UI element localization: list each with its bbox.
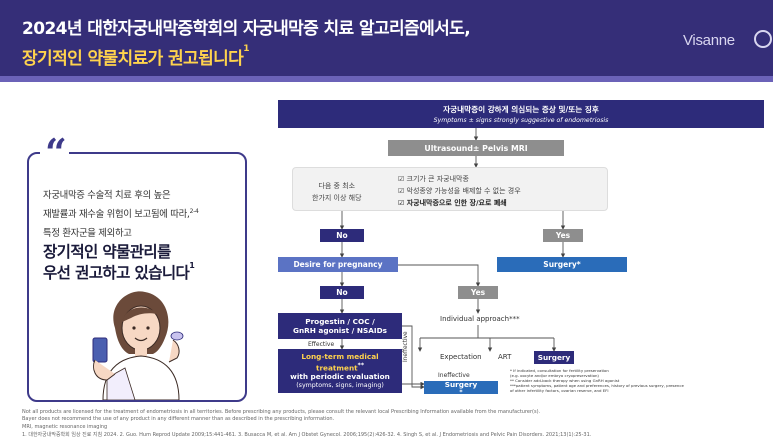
flow-criteria-condition: 다음 중 최소 한가지 이상 해당 xyxy=(312,180,362,204)
flow-surgery-2-ref: * xyxy=(459,388,463,396)
flow-ineffective-vertical: Ineffective xyxy=(403,331,409,362)
flow-effective-label: Effective xyxy=(308,341,335,348)
flow-symptoms-ko: 자궁내막증이 강하게 의심되는 증상 및/또는 징후 xyxy=(443,105,599,114)
flow-symptoms-box: 자궁내막증이 강하게 의심되는 증상 및/또는 징후 Symptoms ± si… xyxy=(278,100,764,128)
quote-line-2: 재발률과 재수술 위험이 보고됨에 따라,2-4 xyxy=(43,206,199,220)
flow-progestin-line-1: Progestin / COC / xyxy=(305,317,375,326)
quote-highlight-2-ref: 1 xyxy=(189,261,195,270)
header-band xyxy=(0,76,773,82)
flow-ineffective-horizontal: Ineffective xyxy=(438,372,470,379)
page-title-line2-text: 장기적인 약물치료가 권고됩니다 xyxy=(22,49,244,69)
flow-surgery-2: Surgery* xyxy=(424,379,498,396)
flow-footnote-3: ** Consider add-back therapy when using … xyxy=(510,378,620,383)
quote-highlight-1: 장기적인 약물관리를 xyxy=(43,243,171,261)
flow-surgery-2-text: Surgery xyxy=(444,379,478,389)
flow-no-2: No xyxy=(320,286,364,299)
flow-yes-1: Yes xyxy=(543,229,583,242)
quote-highlight-2-text: 우선 권고하고 있습니다 xyxy=(43,264,190,282)
flow-criteria-item-1: ☑ 크기가 큰 자궁내막종 xyxy=(398,175,469,183)
flow-criteria-condition-1: 다음 중 최소 xyxy=(318,182,356,190)
flow-option-expectation: Expectation xyxy=(440,353,482,361)
quote-mark-icon: “ xyxy=(40,134,69,172)
flow-footnote-2: (e.g. oocyte and/or embryo cryopreservat… xyxy=(510,373,599,378)
flow-long-term-line-2: treatment** xyxy=(316,361,364,372)
flow-progestin-line-2: GnRH agonist / NSAIDs xyxy=(292,326,387,335)
flow-progestin-box: Progestin / COC / GnRH agonist / NSAIDs xyxy=(278,313,402,339)
flow-ultrasound-box: Ultrasound± Pelvis MRI xyxy=(388,140,564,156)
quote-line-2-text: 재발률과 재수술 위험이 보고됨에 따라, xyxy=(43,209,190,220)
footer-references: 1. 대한자궁내막증학회 임상 진료 지침 2024. 2. Guo. Hum … xyxy=(22,432,592,438)
page-title-line1: 2024년 대한자궁내막증학회의 자궁내막증 치료 알고리즘에서도, xyxy=(22,19,471,39)
logo-mark-icon xyxy=(754,30,772,48)
flow-long-term-line-2-text: treatment xyxy=(315,363,358,373)
quote-line-3: 특정 환자군을 제외하고 xyxy=(43,228,132,239)
flow-individual-approach: Individual approach*** xyxy=(440,315,520,323)
flow-long-term-ref: ** xyxy=(357,361,365,369)
footer-line-2: Bayer does not recommend the use of any … xyxy=(22,416,335,422)
flow-footnote-4: ***patient symptoms, patient age and pre… xyxy=(510,383,684,388)
flow-no-1: No xyxy=(320,229,364,242)
woman-illustration xyxy=(92,291,184,400)
flow-desire-pregnancy: Desire for pregnancy xyxy=(278,257,398,272)
flow-footnote-1: * If indicated, consultation for fertili… xyxy=(510,368,609,373)
visanne-logo: Visanne xyxy=(683,32,735,49)
flow-criteria-box xyxy=(292,167,608,211)
quote-highlight-2: 우선 권고하고 있습니다1 xyxy=(43,261,195,283)
flow-criteria-item-2: ☑ 악성종양 가능성을 배제할 수 없는 경우 xyxy=(398,187,521,195)
flow-footnotes: * If indicated, consultation for fertili… xyxy=(510,368,684,393)
flow-symptoms-en: Symptoms ± signs strongly suggestive of … xyxy=(433,117,609,124)
page-title-line2: 장기적인 약물치료가 권고됩니다1 xyxy=(22,44,249,69)
quote-line-1: 자궁내막증 수술적 치료 후의 높은 xyxy=(43,190,171,201)
flow-surgery-3: Surgery xyxy=(534,351,574,364)
footer-line-3: MRI, magnetic resonance imaging xyxy=(22,424,108,430)
flow-long-term-line-3: with periodic evaluation xyxy=(290,372,390,382)
flow-long-term-line-4: (symptoms, signs, imaging) xyxy=(296,382,384,390)
quote-line-2-ref: 2-4 xyxy=(189,207,199,215)
flow-criteria-item-3: ☑ 자궁내막증으로 인한 장/요로 폐쇄 xyxy=(398,199,507,207)
flow-criteria-condition-2: 한가지 이상 해당 xyxy=(312,194,362,202)
page-title-ref: 1 xyxy=(243,44,249,54)
flow-long-term-line-1: Long-term medical xyxy=(301,351,379,361)
header-banner: 2024년 대한자궁내막증학회의 자궁내막증 치료 알고리즘에서도, 장기적인 … xyxy=(0,0,773,82)
flow-long-term-box: Long-term medical treatment** with perio… xyxy=(278,349,402,393)
flow-footnote-5: of other infertility factors, ovarian re… xyxy=(510,388,609,393)
footer-line-1: Not all products are licensed for the tr… xyxy=(22,409,541,415)
flow-yes-2: Yes xyxy=(458,286,498,299)
flow-option-art: ART xyxy=(498,353,512,361)
flow-surgery-1: Surgery* xyxy=(497,257,627,272)
